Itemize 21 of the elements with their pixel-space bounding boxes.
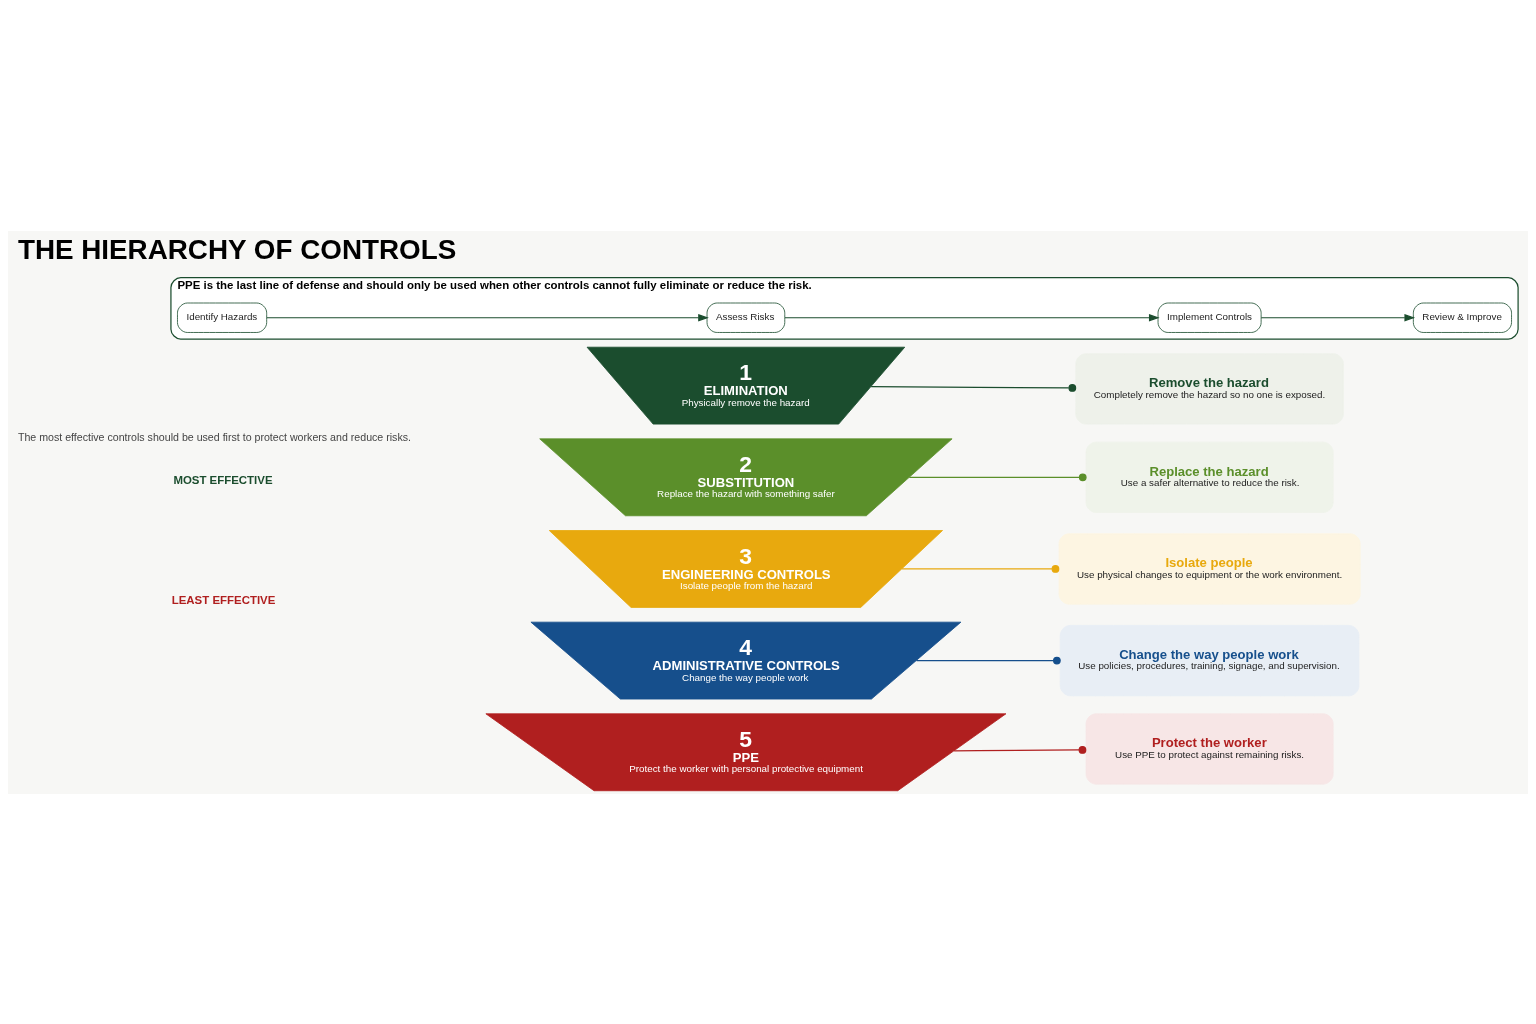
node-box: Review & Improve (1412, 302, 1512, 333)
connector (908, 472, 1087, 481)
connector (915, 656, 1061, 664)
label: The most effective controls should be used first to protect workers and reduce risks. (17, 430, 412, 443)
node-box: Isolate people Use physical changes to equipment or the work environment. (1058, 532, 1361, 605)
node-box: Protect the worker Use PPE to protect against remaining risks. (1085, 712, 1334, 785)
node-box: Change the way people work Use policies, procedures, training, signage, and supervision. (1059, 624, 1360, 696)
arrow (1260, 313, 1416, 321)
node-box: Identify Hazards (177, 302, 268, 333)
connector (870, 383, 1077, 392)
connector (953, 745, 1087, 754)
node-box: Implement Controls (1157, 302, 1262, 333)
node-box: Remove the hazard Completely remove the hazard so no one is exposed. (1075, 352, 1344, 425)
node-box: Replace the hazard Use a safer alternative to reduce the risk. (1085, 441, 1334, 513)
node-box: Assess Risks (706, 302, 786, 333)
arrow (784, 313, 1160, 321)
connector (901, 564, 1060, 573)
label: LEAST EFFECTIVE (171, 593, 276, 606)
arrow (266, 313, 709, 321)
diagram-title: THE HIERARCHY OF CONTROLS (17, 233, 457, 265)
label: MOST EFFECTIVE (173, 473, 273, 486)
